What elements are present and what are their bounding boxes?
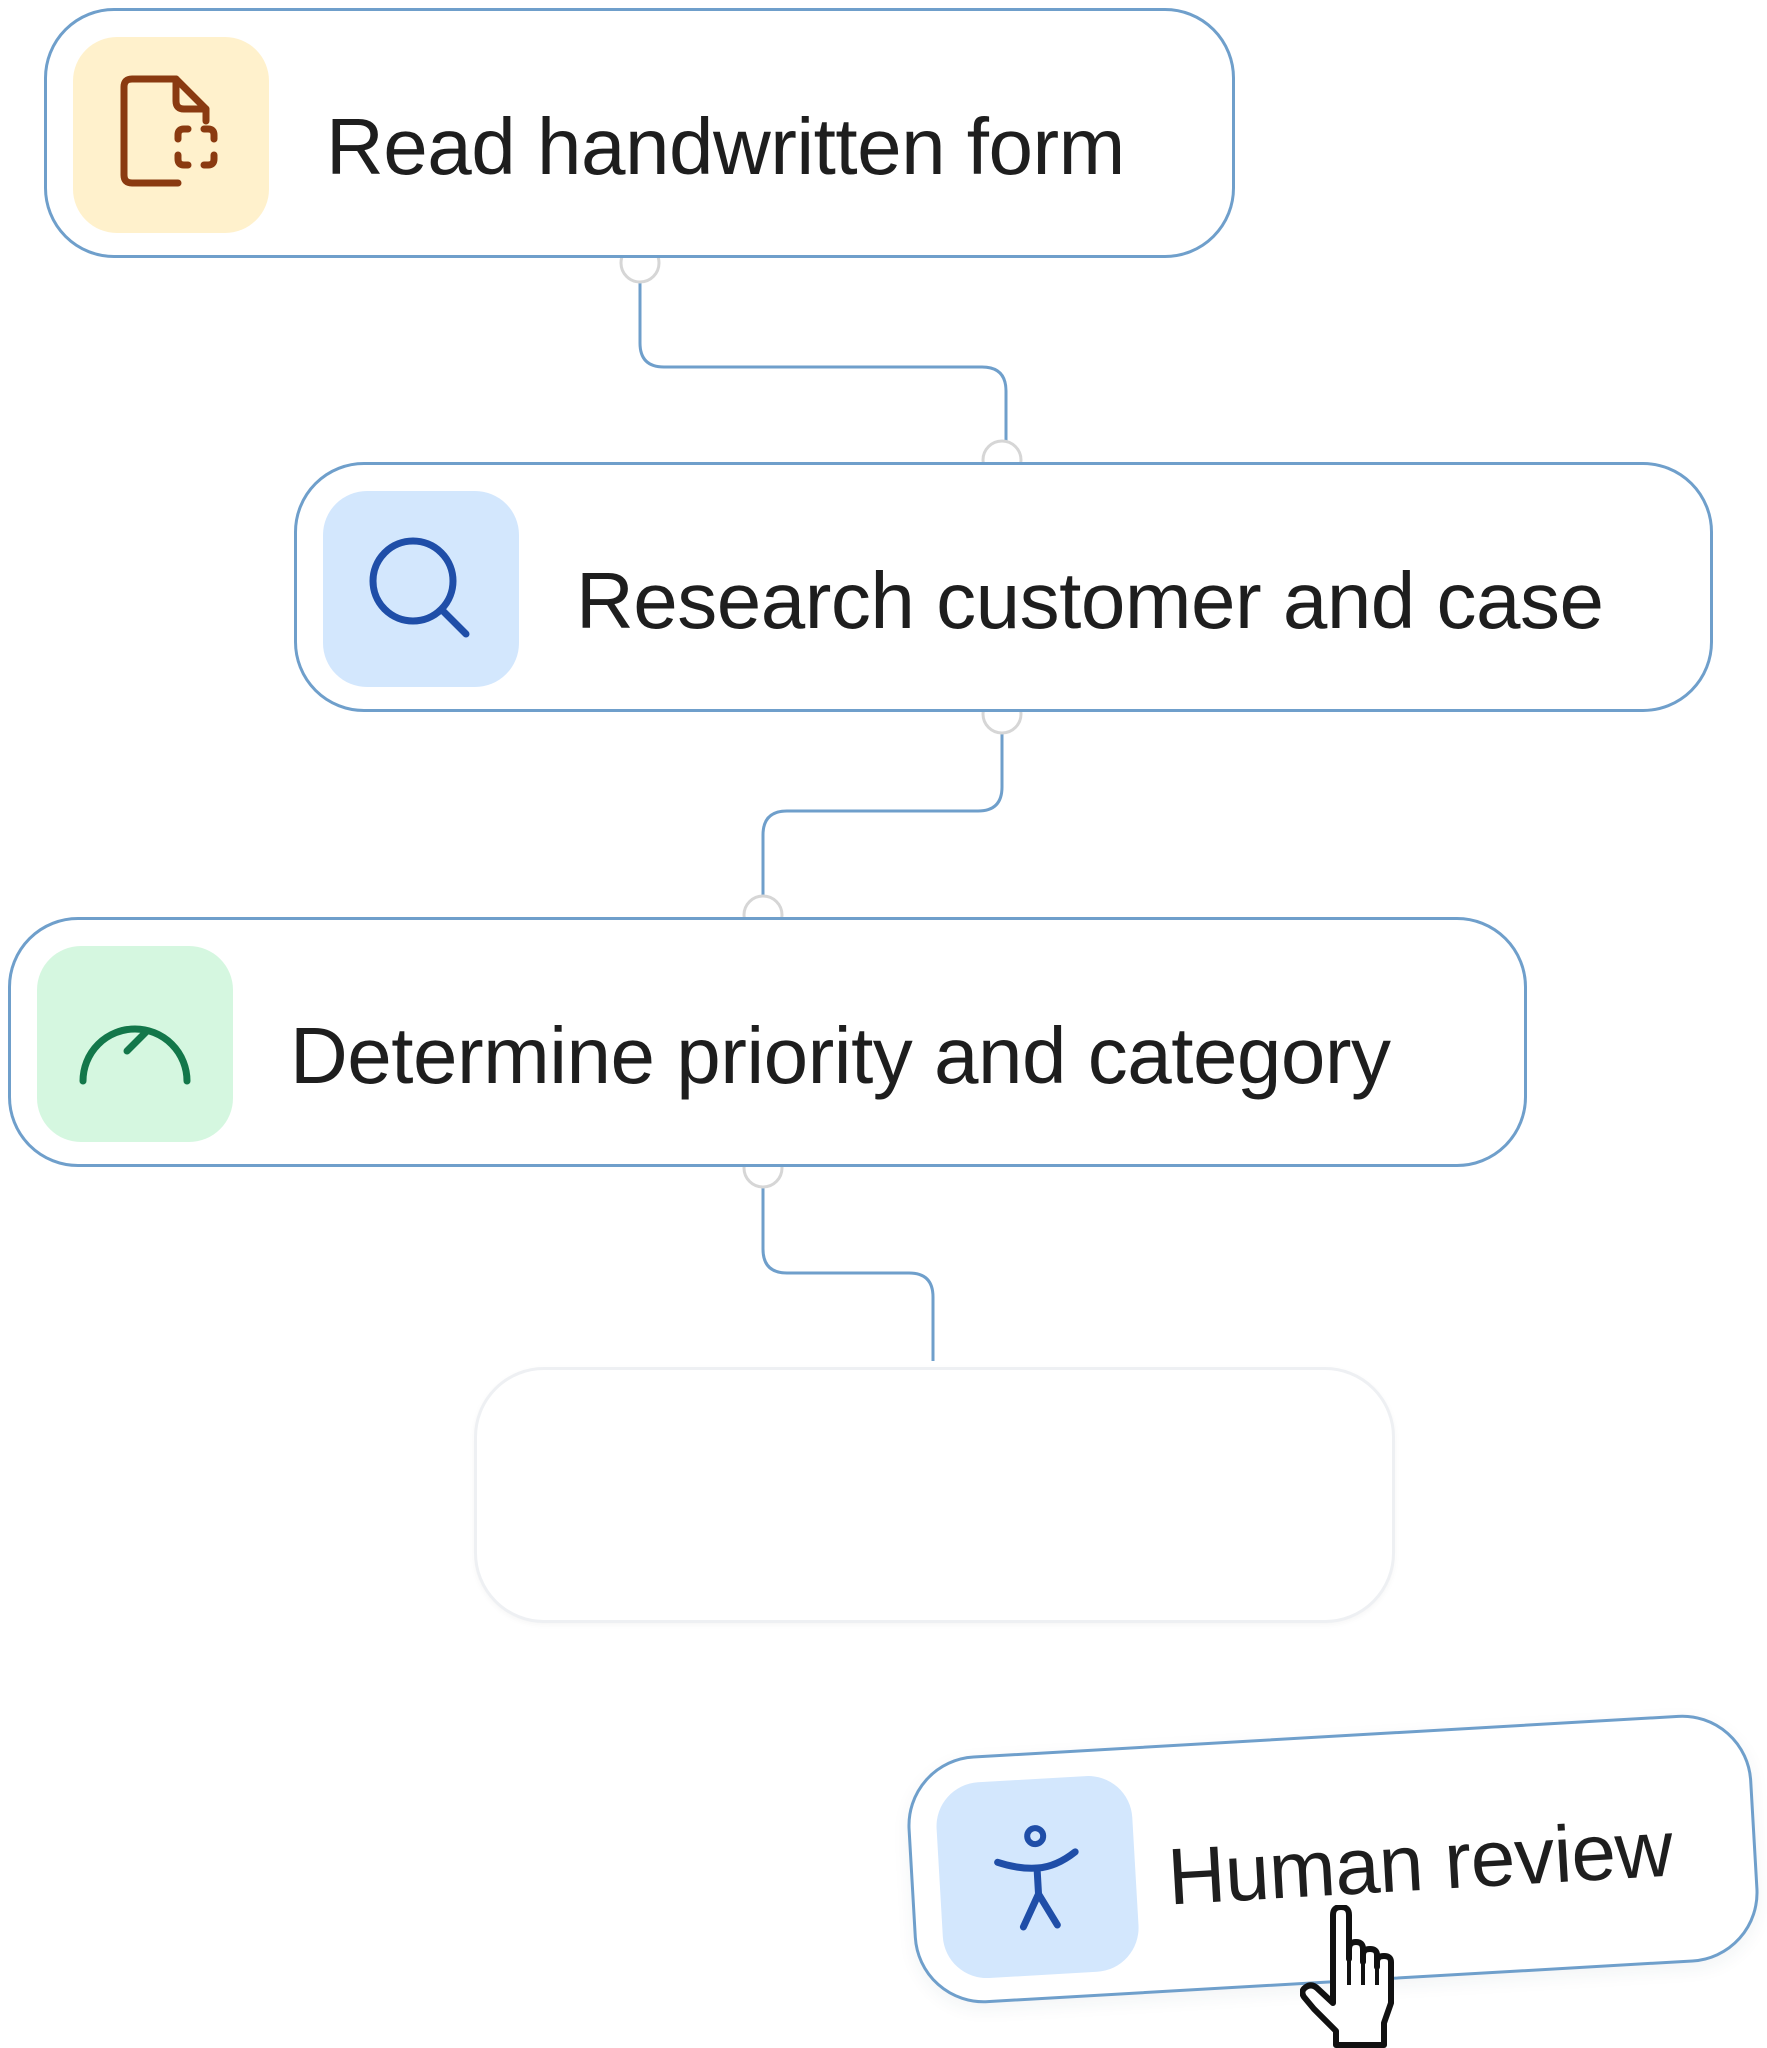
workflow-step-research-customer-and-case[interactable]: Research customer and case <box>294 462 1713 712</box>
workflow-step-read-handwritten-form[interactable]: Read handwritten form <box>44 8 1235 258</box>
step-label: Human review <box>1165 1803 1675 1922</box>
icon-tile <box>73 37 269 233</box>
connector-step3-to-slot <box>761 1172 935 1361</box>
document-scan-icon <box>120 75 218 187</box>
step-label: Determine priority and category <box>290 1011 1391 1100</box>
step-label: Read handwritten form <box>326 102 1125 191</box>
search-icon <box>369 537 470 638</box>
gauge-icon <box>79 1025 191 1085</box>
icon-tile <box>323 491 519 687</box>
accessibility-person-icon <box>994 1825 1079 1931</box>
connector-step2-to-step3 <box>761 718 1004 913</box>
dragged-step-human-review[interactable]: Human review <box>903 1710 1763 2008</box>
icon-tile <box>37 946 233 1142</box>
step-label: Research customer and case <box>576 556 1604 645</box>
workflow-step-determine-priority-and-category[interactable]: Determine priority and category <box>8 917 1527 1167</box>
hand-pointer-cursor-icon <box>1300 1905 1394 2048</box>
empty-step-drop-slot[interactable] <box>474 1367 1395 1623</box>
connector-step1-to-step2 <box>638 264 1008 458</box>
icon-tile <box>934 1773 1142 1981</box>
